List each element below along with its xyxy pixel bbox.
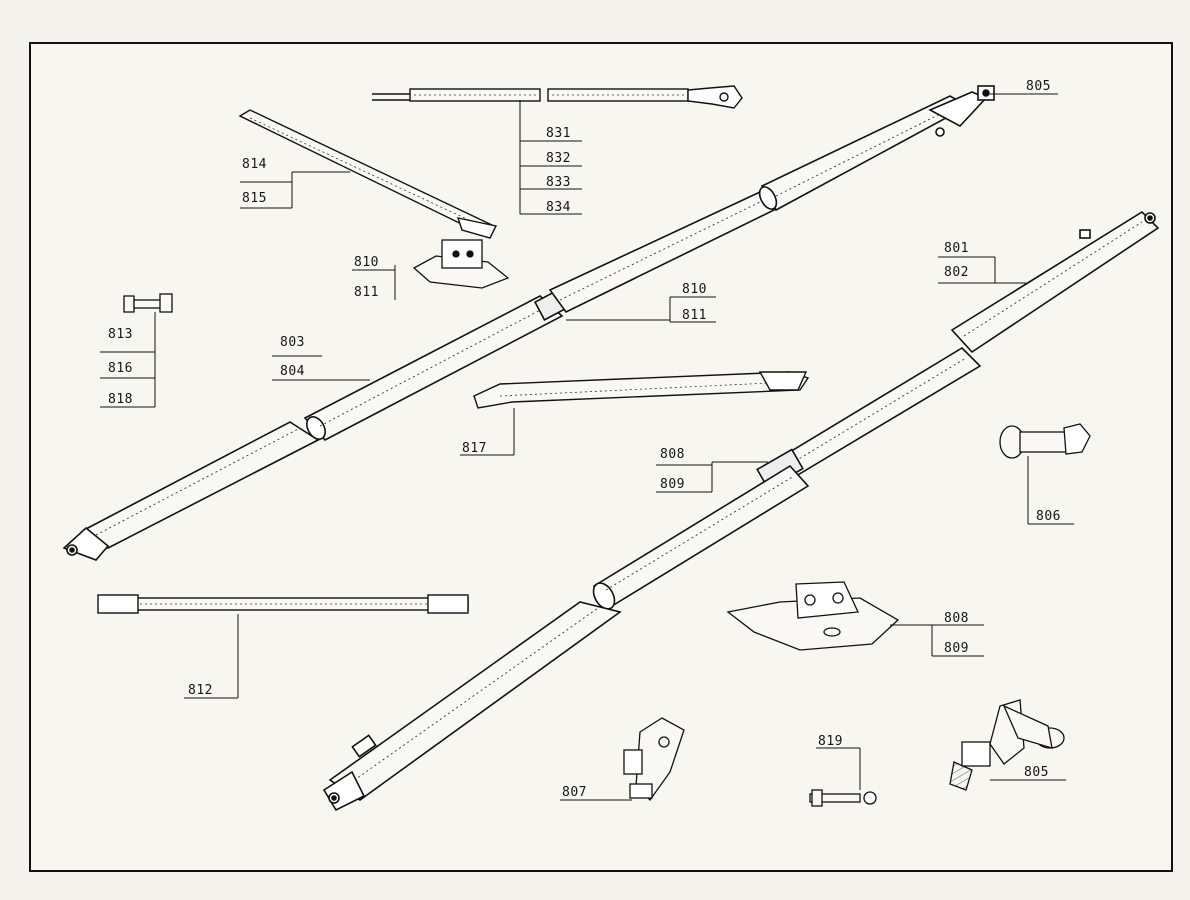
callout-814: 814	[242, 157, 267, 172]
callout-810-strut: 810	[682, 282, 707, 297]
callout-817: 817	[462, 441, 487, 456]
bolt-806	[999, 423, 1091, 459]
callout-811-strut: 811	[682, 308, 707, 323]
callout-813: 813	[108, 327, 133, 342]
callout-805-bottom: 805	[1024, 765, 1049, 780]
callout-807: 807	[562, 785, 587, 800]
strut-814-815	[238, 109, 498, 239]
strut-803-804	[62, 85, 995, 561]
callout-803: 803	[280, 335, 305, 350]
callout-812: 812	[188, 683, 213, 698]
leader-lines	[100, 93, 1074, 801]
callout-804: 804	[280, 364, 305, 379]
callout-811-small: 811	[354, 285, 379, 300]
callout-805-top: 805	[1026, 79, 1051, 94]
fitting-810-811	[412, 239, 510, 289]
bolt-813	[123, 293, 173, 313]
strut-812	[97, 594, 469, 614]
callout-818: 818	[108, 392, 133, 407]
callout-808-joint: 808	[660, 447, 685, 462]
clevis-807	[623, 717, 685, 802]
callout-802: 802	[944, 265, 969, 280]
cable-831-834	[372, 85, 743, 109]
bracket-808-809	[726, 581, 900, 651]
callout-810-small: 810	[354, 255, 379, 270]
eyebolt-805	[949, 699, 1065, 791]
pin-819	[809, 789, 877, 807]
callout-815: 815	[242, 191, 267, 206]
page-border	[29, 42, 1173, 872]
callout-819: 819	[818, 734, 843, 749]
strut-801-802	[322, 210, 1160, 812]
callout-808-bracket: 808	[944, 611, 969, 626]
callout-809-joint: 809	[660, 477, 685, 492]
callout-831: 831	[546, 126, 571, 141]
callout-816: 816	[108, 361, 133, 376]
callout-832: 832	[546, 151, 571, 166]
callout-834: 834	[546, 200, 571, 215]
callout-833: 833	[546, 175, 571, 190]
callout-806: 806	[1036, 509, 1061, 524]
callout-809-bracket: 809	[944, 641, 969, 656]
strut-817	[473, 371, 810, 409]
callout-801: 801	[944, 241, 969, 256]
